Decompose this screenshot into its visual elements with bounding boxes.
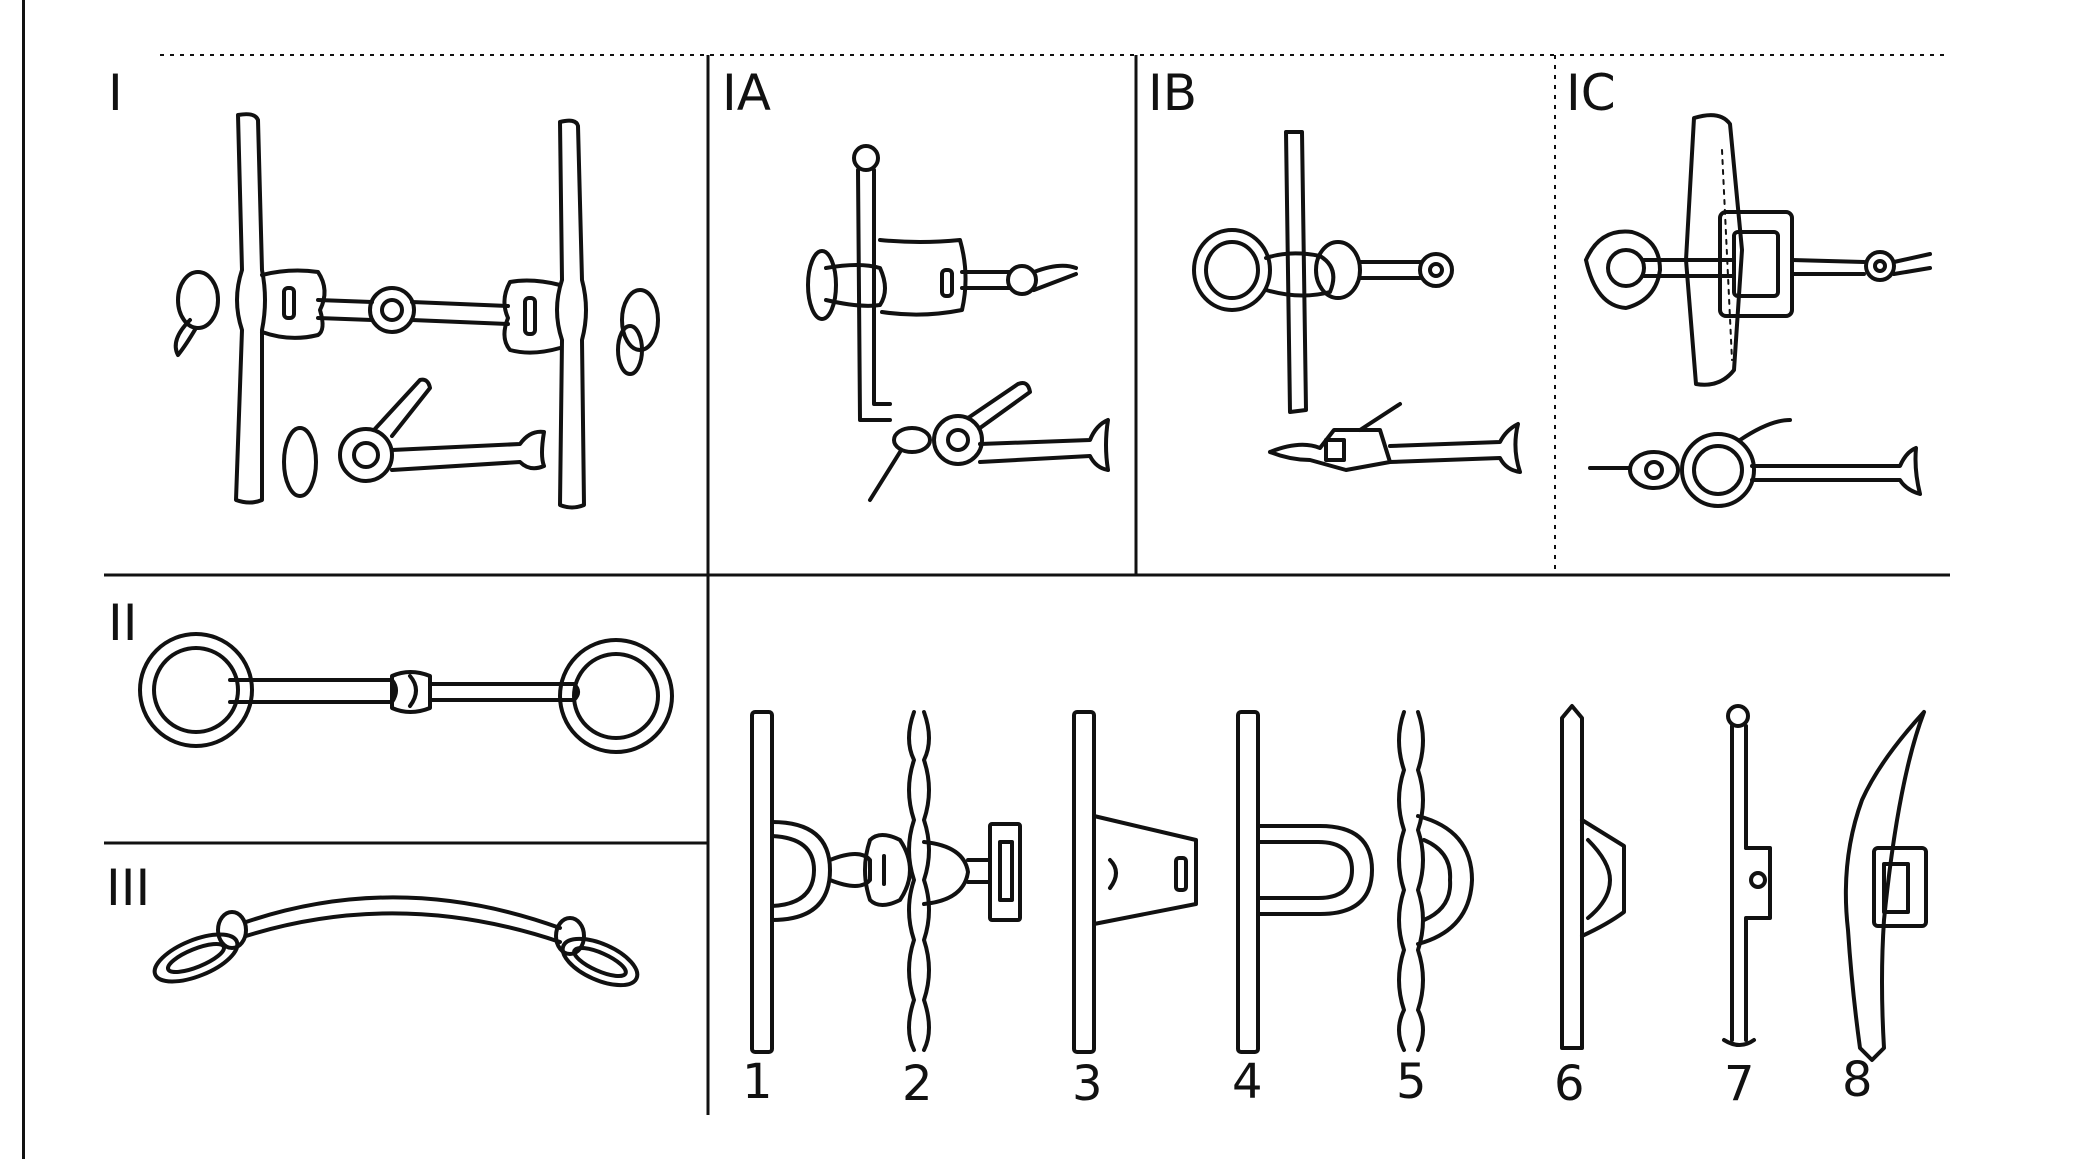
panel-ia-bit-drawing [806, 144, 1110, 502]
panel-i-bit-drawing [173, 112, 660, 510]
type-number-4: 4 [1232, 1054, 1263, 1110]
panel-label-ic: IC [1566, 64, 1616, 122]
panel-iii-bar-bit-drawing [152, 895, 640, 988]
cheekpiece-type-6-drawing [1560, 704, 1626, 1050]
panel-label-i: I [108, 64, 123, 122]
cheekpiece-type-4-drawing [1236, 710, 1374, 1054]
page-edge-line [22, 0, 25, 1159]
panel-ic-bit-drawing [1584, 113, 1932, 508]
panel-label-ia: IA [722, 64, 771, 122]
type-number-5: 5 [1396, 1054, 1427, 1110]
panel-grid [104, 54, 1950, 1115]
panel-label-ii: II [108, 594, 138, 652]
cheekpiece-type-8-drawing [1843, 710, 1928, 1062]
type-number-1: 1 [742, 1054, 773, 1110]
panel-label-ib: IB [1148, 64, 1197, 122]
cheekpiece-type-2-drawing [863, 710, 1022, 1052]
panel-label-iii: III [106, 859, 150, 917]
type-number-3: 3 [1072, 1056, 1103, 1112]
cheekpiece-type-7-drawing [1722, 704, 1772, 1047]
panel-ii-snaffle-drawing [138, 632, 674, 754]
cheekpiece-type-3-drawing [1072, 710, 1198, 1054]
type-number-6: 6 [1554, 1056, 1585, 1112]
cheekpiece-type-1-drawing [750, 710, 872, 1054]
type-number-8: 8 [1842, 1052, 1873, 1108]
type-number-2: 2 [902, 1056, 933, 1112]
panel-ib-bit-drawing [1192, 130, 1522, 474]
type-number-7: 7 [1724, 1056, 1755, 1112]
cheekpiece-type-5-drawing [1397, 710, 1474, 1052]
